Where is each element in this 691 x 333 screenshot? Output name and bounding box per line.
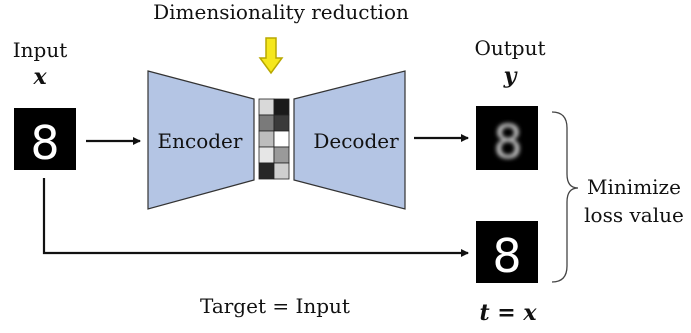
- input-symbol: x: [32, 64, 47, 90]
- latent-cell: [258, 146, 275, 164]
- latent-cell: [273, 146, 290, 164]
- output-digit: 8: [493, 115, 522, 169]
- latent-cell: [273, 98, 290, 116]
- output-symbol: y: [503, 63, 519, 89]
- latent-cell: [258, 130, 275, 148]
- loss-text-line2: loss value: [584, 203, 684, 227]
- latent-cell: [258, 98, 275, 116]
- latent-cell: [273, 130, 290, 148]
- latent-cell: [273, 114, 290, 132]
- output-digit-image: 8: [476, 106, 538, 170]
- loss-text-line1: Minimize: [587, 175, 681, 199]
- target-caption: Target = Input: [200, 294, 350, 318]
- title-dimensionality-reduction: Dimensionality reduction: [153, 0, 409, 24]
- loss-brace: [551, 111, 579, 283]
- arrow-input-to-target: [42, 178, 469, 257]
- encoder-block: [147, 70, 255, 210]
- input-digit-image: 8: [14, 108, 76, 170]
- latent-cell: [273, 162, 290, 180]
- input-digit: 8: [30, 116, 59, 170]
- latent-cell: [258, 114, 275, 132]
- output-label: Output: [474, 36, 545, 60]
- latent-code-grid: [258, 98, 290, 180]
- latent-cell: [258, 162, 275, 180]
- input-label: Input: [13, 38, 68, 62]
- target-digit-image: 8: [476, 221, 538, 283]
- target-digit: 8: [492, 229, 521, 283]
- target-equation: t = x: [479, 300, 537, 326]
- yellow-down-arrow-icon: [258, 37, 284, 75]
- decoder-label: Decoder: [313, 129, 399, 153]
- decoder-block: [293, 70, 406, 210]
- encoder-label: Encoder: [158, 129, 243, 153]
